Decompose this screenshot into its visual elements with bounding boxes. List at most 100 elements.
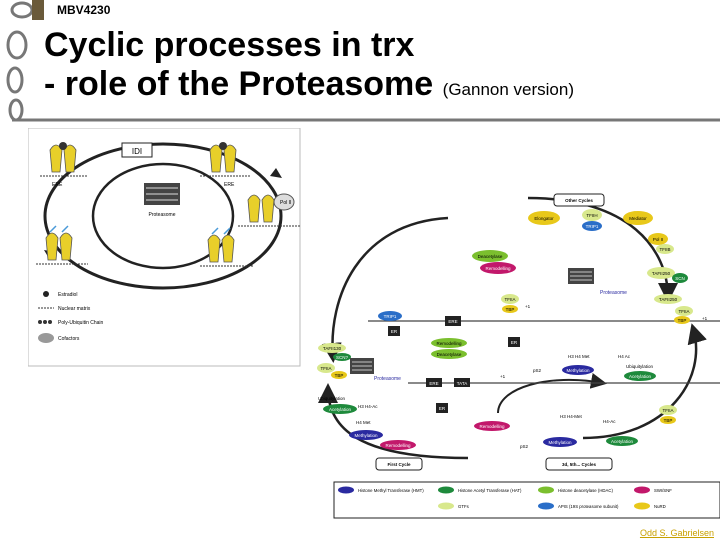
cycle-arrow [582,323,707,440]
legend-label: Nuclear matrix [58,306,91,312]
black-dot-icon [43,291,49,297]
author-credit: Odd S. Gabrielsen [639,528,714,538]
title-line-1: Cyclic processes in trx [44,26,415,64]
tfiia-label: TFIIA [321,366,332,371]
tbp-node [331,371,347,379]
later-cycles-label: 3d, 5th... Cycles [562,462,597,467]
taf250-node [647,267,675,279]
binder-clip-icon [32,0,44,20]
plus1-label: +1 [702,316,708,321]
right-legend: Histone Methyl Transferase (HMT) Histone… [338,486,672,510]
tfiib-node [656,244,674,254]
er-box [436,403,448,413]
remodelling-label: Remodelling [479,424,505,429]
tfiia-node [501,294,519,304]
hmt-swatch-icon [338,486,354,494]
top-label: IDI [132,147,142,156]
acetylation-node [323,404,357,414]
er-label: ER [391,329,398,334]
tfiih-node [582,209,602,221]
ere-box [426,378,442,387]
legend-label: Histone Acetyl Transferase (HAT) [458,488,522,493]
receptor-complex-icon [200,142,250,177]
legend-label: Histone deacetylase (HDAC) [558,488,613,493]
deacetylase-node [472,250,508,262]
later-cycles-box [545,457,613,471]
tfiia-label: TFIIA [505,297,516,302]
pol2-label: Pol II [280,200,291,206]
tbp-label: TBP [664,418,673,423]
methylation-node [562,365,594,375]
h3-met-label: H3 H4-Met [560,414,583,419]
tfiih-label: TFIIH [586,213,597,218]
tbp-label: TBP [678,318,687,323]
elongator-label: Elongator [534,216,554,221]
gray-blob-icon [38,333,54,343]
plus1-label: +1 [500,374,506,379]
ps2-label: pS2 [533,368,542,373]
tfiia-label: TFIIA [663,408,674,413]
er-box [508,337,520,347]
ac-label: H4-Ac [603,419,616,424]
arrowhead-icon [270,168,282,178]
pol2-label: Pol II [653,237,663,242]
apis-swatch-icon [538,502,554,510]
trip1-label: TRIP1 [384,314,397,319]
tfiia-label: TFIIA [679,309,690,314]
proteasome-icon [350,358,374,374]
left-cycle-arrow [43,142,283,290]
title-note: (Gannon version) [442,80,574,99]
receptor-complex-icon [40,142,88,177]
methylation-label: Methylation [566,368,590,373]
tfiia-node [675,306,693,316]
nurd-swatch-icon [634,502,650,510]
taf250b-label: TAFII250 [659,297,678,302]
swisnf-swatch-icon [634,486,650,494]
proteasome-icon [144,183,180,205]
er-box [388,326,400,336]
legend-label: Estradiol [58,292,77,298]
right-cycle-diagram: Other Cycles Elongator TFIIH TRIP1 Media… [317,193,720,519]
methylation-node [349,430,383,440]
remodelling-label: Remodelling [436,341,462,346]
taf250-label: TAFII250 [652,271,671,276]
tbp-node [660,416,676,424]
trip1-node [378,311,402,321]
er-label: ER [511,340,518,345]
acetylation-label: Acetylation [611,439,634,444]
proteasome-cycle-figure: IDI ERE ERE Pol II [28,128,720,519]
legend-label: Poly-Ubiquitin Chain [58,320,104,326]
course-code: MBV4230 [55,3,113,17]
receptor-complex-icon [238,193,300,227]
h3-ac-label: H3 H4-Ac [358,404,378,409]
scn-label: SCN [675,276,685,281]
top-box [121,142,153,158]
tata-label: TATA [457,381,468,386]
ere-label: ERE [429,381,438,386]
trip1-label: TRIP1 [586,224,599,229]
binder-rings-icon [6,1,34,122]
methylation-label: Methylation [354,433,378,438]
h4-ac-label: H4 Ac [618,354,631,359]
first-cycle-label: First Cycle [387,462,411,467]
acetylation-label: Acetylation [329,407,352,412]
pol2-node [648,233,668,245]
trip1-node [582,221,602,231]
ubiquitylation-label: Ubiquitylation [318,396,346,401]
proteasome-label: Proteasome [374,376,401,382]
proteasome-label: Proteasome [600,290,627,296]
legend-label: Cofactors [58,336,80,342]
ere-label-2: ERE [224,182,235,188]
er-label: ER [439,406,446,411]
bead-chain-icon [38,320,52,324]
acetylation-node [624,371,656,381]
tfiia-node [659,405,677,415]
right-legend-box [333,481,720,519]
first-cycle-box [375,457,423,471]
proteasome-label: Proteasome [149,212,176,218]
receptor-complex-icon [36,225,88,265]
hat-swatch-icon [438,486,454,494]
cycle-arrow [321,216,449,363]
h3-met-label: H3 H4 Met [568,354,590,359]
